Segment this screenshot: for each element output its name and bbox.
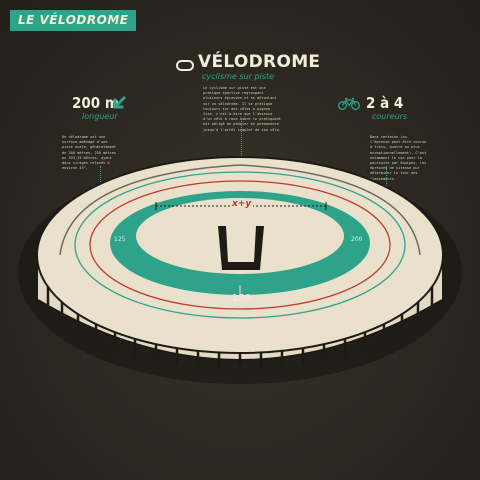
length-label: longueur bbox=[82, 112, 118, 121]
arrow-down-left-icon bbox=[113, 96, 126, 109]
connector-line-right bbox=[386, 166, 387, 188]
lap-label-bottom: 150 bbox=[232, 293, 252, 304]
measure-label: x+y bbox=[230, 199, 254, 209]
title-banner: LE VÉLODROME bbox=[10, 10, 137, 31]
connector-line-center bbox=[241, 118, 242, 186]
outer-teal-line bbox=[74, 171, 406, 319]
length-value: 200 m bbox=[72, 94, 119, 112]
red-line bbox=[89, 180, 391, 310]
main-title: VÉLODROME bbox=[198, 52, 321, 72]
connector-line-left bbox=[100, 166, 101, 184]
bicycle-icon bbox=[338, 97, 360, 110]
main-subtitle: cyclisme sur piste bbox=[202, 72, 274, 81]
infield-tunnel bbox=[218, 226, 264, 270]
riders-paragraph: Dans certaine (ou l'épreuve peut être co… bbox=[370, 135, 427, 181]
lap-label-left: 125 bbox=[114, 236, 126, 243]
riders-value: 2 à 4 bbox=[366, 94, 404, 112]
riders-label: coureurs bbox=[372, 112, 408, 121]
length-paragraph: Un vélodrome est une surface aménagé d'u… bbox=[62, 135, 117, 171]
track-ring-icon bbox=[176, 60, 194, 71]
lap-label-right: 200 bbox=[351, 236, 363, 243]
infield bbox=[136, 198, 344, 274]
